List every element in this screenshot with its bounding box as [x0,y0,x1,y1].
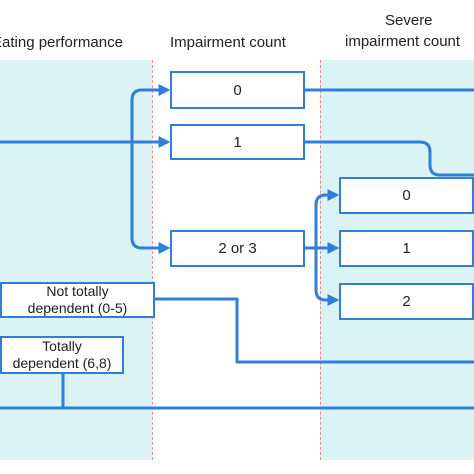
edge-branch-to-severe-0 [314,189,340,248]
node-totally-dependent-line-2: dependent (6,8) [12,355,112,371]
node-severe-0: 0 [339,177,474,214]
node-severe-1: 1 [339,230,474,267]
edge-branch-to-impairment-0 [130,84,171,142]
node-impairment-0: 0 [170,71,305,109]
header-eating-performance: Eating performance [0,34,123,51]
node-impairment-2or3: 2 or 3 [170,230,305,267]
header-impairment-count: Impairment count [170,34,286,51]
edge-branch-to-impairment-2or3 [130,142,171,254]
column-divider [152,60,153,460]
header-severe-line-1: Severe [385,12,433,29]
node-totally-dependent: Totally dependent (6,8) [0,336,124,374]
node-not-totally-dependent-line-2: dependent (0-5) [27,300,128,316]
column-divider [320,60,321,460]
column-band-eating [0,60,152,460]
node-not-totally-dependent-line-1: Not totally [46,283,109,299]
header-severe-line-2: impairment count [345,33,461,50]
edge-not-totally-dependent-out [155,297,474,364]
node-not-totally-dependent: Not totally dependent (0-5) [0,282,155,318]
node-impairment-1: 1 [170,124,305,160]
edge-impairment-1-out [305,140,474,177]
node-severe-2: 2 [339,283,474,320]
edge-branch-to-severe-2 [314,248,340,306]
node-totally-dependent-line-1: Totally [42,338,82,354]
